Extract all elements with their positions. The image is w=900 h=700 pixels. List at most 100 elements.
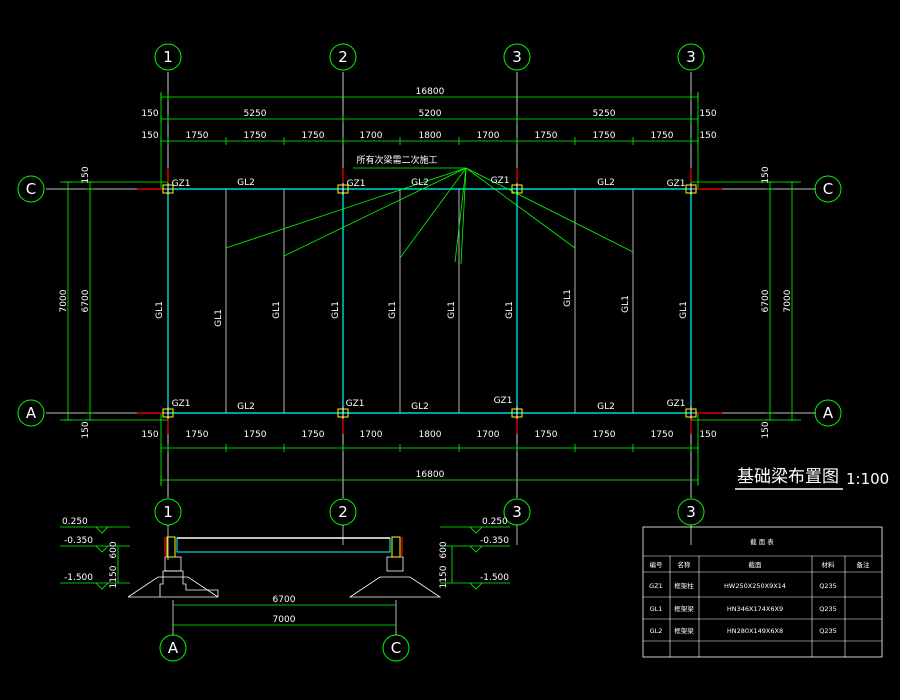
table-header: 名称	[678, 560, 692, 569]
table-cell: 框架柱	[674, 581, 694, 590]
dim-text: 150	[699, 430, 716, 440]
gl2-label: GL2	[237, 402, 255, 412]
dim-text: 1800	[419, 430, 442, 440]
axis-label-top: 1	[163, 48, 173, 66]
columns	[162, 183, 697, 419]
axis-labels: 1 2 3 3 1 2 3 3 C A C A A C	[26, 48, 834, 657]
axis-label-top: 2	[338, 48, 348, 66]
column-marker	[511, 407, 523, 419]
dim-text: 6700	[761, 289, 771, 312]
dimension-text: 16800 150 5250 5200 5250 150 150 1750 17…	[59, 87, 793, 480]
dim-text: 1750	[244, 131, 267, 141]
table-cell: GL2	[650, 627, 663, 635]
gl1-label: GL1	[388, 301, 398, 319]
table-cell: HN280X149X6X8	[727, 627, 783, 635]
gl1-label: GL1	[679, 301, 689, 319]
gz-label: GZ1	[667, 179, 686, 189]
gz-label: GZ1	[667, 399, 686, 409]
gl2-label: GL2	[597, 178, 615, 188]
dim-text: 150	[141, 430, 158, 440]
vdim: 1150	[439, 565, 449, 588]
elev-right: -0.350	[480, 536, 509, 546]
section-span: 6700	[273, 595, 296, 605]
axis-label-bottom: 2	[338, 503, 348, 521]
dim-text: 1750	[651, 430, 674, 440]
elev-left: -0.350	[64, 536, 93, 546]
elev-left: -1.500	[64, 573, 93, 583]
dim-text: 1800	[419, 131, 442, 141]
dim-text: 1700	[477, 430, 500, 440]
gz-label: GZ1	[172, 179, 191, 189]
section-view: 6700 7000 0.250 -0.350 -1.500 0.250 -0.3…	[60, 517, 510, 626]
gl1-label: GL1	[155, 301, 165, 319]
dim-text: 1750	[651, 131, 674, 141]
gl1-label: GL1	[505, 301, 515, 319]
vdim: 600	[109, 541, 119, 558]
table-cell: GL1	[650, 605, 663, 613]
dim-text: 1750	[302, 430, 325, 440]
gz-label: GZ1	[346, 399, 365, 409]
dim-text: 150	[81, 421, 91, 438]
dim-text: 1750	[186, 430, 209, 440]
column-marker	[511, 183, 523, 195]
table-cell: Q235	[819, 605, 837, 613]
axis-label-right: C	[823, 180, 833, 198]
dim-text: 7000	[59, 289, 69, 312]
column-marker	[162, 183, 174, 195]
column-marker	[337, 183, 349, 195]
dim-text: 1750	[535, 131, 558, 141]
axis-label-bottom: 3	[512, 503, 522, 521]
main-beams	[167, 188, 692, 414]
axis-label-left: C	[26, 180, 36, 198]
elev-left: 0.250	[62, 517, 88, 527]
axis-label-section: A	[168, 639, 179, 657]
dim-text: 1700	[360, 430, 383, 440]
footing-right	[348, 576, 442, 598]
axis-label-top: 3	[512, 48, 522, 66]
dim-text: 7000	[783, 289, 793, 312]
gl1-label: GL1	[563, 289, 573, 307]
table-cell: 框架梁	[674, 604, 694, 613]
dim-text: 1750	[186, 131, 209, 141]
dim-text: 1750	[593, 131, 616, 141]
table-cell: GZ1	[649, 582, 663, 590]
table-cell: Q235	[819, 627, 837, 635]
gl1-label: GL1	[621, 295, 631, 313]
table-cell: 框架梁	[674, 626, 694, 635]
dim-text: 150	[141, 131, 158, 141]
section-table: 截 面 表 编号 名称 截面 材料 备注 GZ1 框架柱 HW250X250X9…	[642, 526, 883, 658]
gz-label: GZ1	[172, 399, 191, 409]
gl2-label: GL2	[237, 178, 255, 188]
note-leaders	[225, 167, 634, 265]
axis-leaders	[167, 525, 692, 635]
axis-label-top: 3	[686, 48, 696, 66]
axis-label-bottom: 1	[163, 503, 173, 521]
axis-label-section: C	[391, 639, 401, 657]
dim-text: 5250	[593, 109, 616, 119]
gl2-label: GL2	[411, 402, 429, 412]
note-text: 所有次梁需二次施工	[356, 154, 437, 166]
gz-label: GZ1	[491, 176, 510, 186]
dim-text: 1700	[360, 131, 383, 141]
dim-text: 150	[81, 166, 91, 183]
column-marker	[337, 407, 349, 419]
gl1-label: GL1	[214, 309, 224, 327]
dim-text: 150	[699, 109, 716, 119]
dim-total-top: 16800	[416, 87, 445, 97]
gz-label: GZ1	[347, 179, 366, 189]
axis-label-bottom: 3	[686, 503, 696, 521]
table-header: 编号	[650, 560, 664, 569]
dim-text: 150	[761, 421, 771, 438]
table-title: 截 面 表	[750, 537, 774, 546]
dim-text: 5200	[419, 109, 442, 119]
dimension-lines	[60, 92, 801, 486]
dim-text: 150	[699, 131, 716, 141]
section-span: 7000	[273, 615, 296, 625]
dim-text: 5250	[244, 109, 267, 119]
table-header: 备注	[857, 560, 871, 569]
dim-text: 1750	[244, 430, 267, 440]
footing-left	[128, 570, 219, 598]
gl1-label: GL1	[331, 301, 341, 319]
gl2-label: GL2	[597, 402, 615, 412]
